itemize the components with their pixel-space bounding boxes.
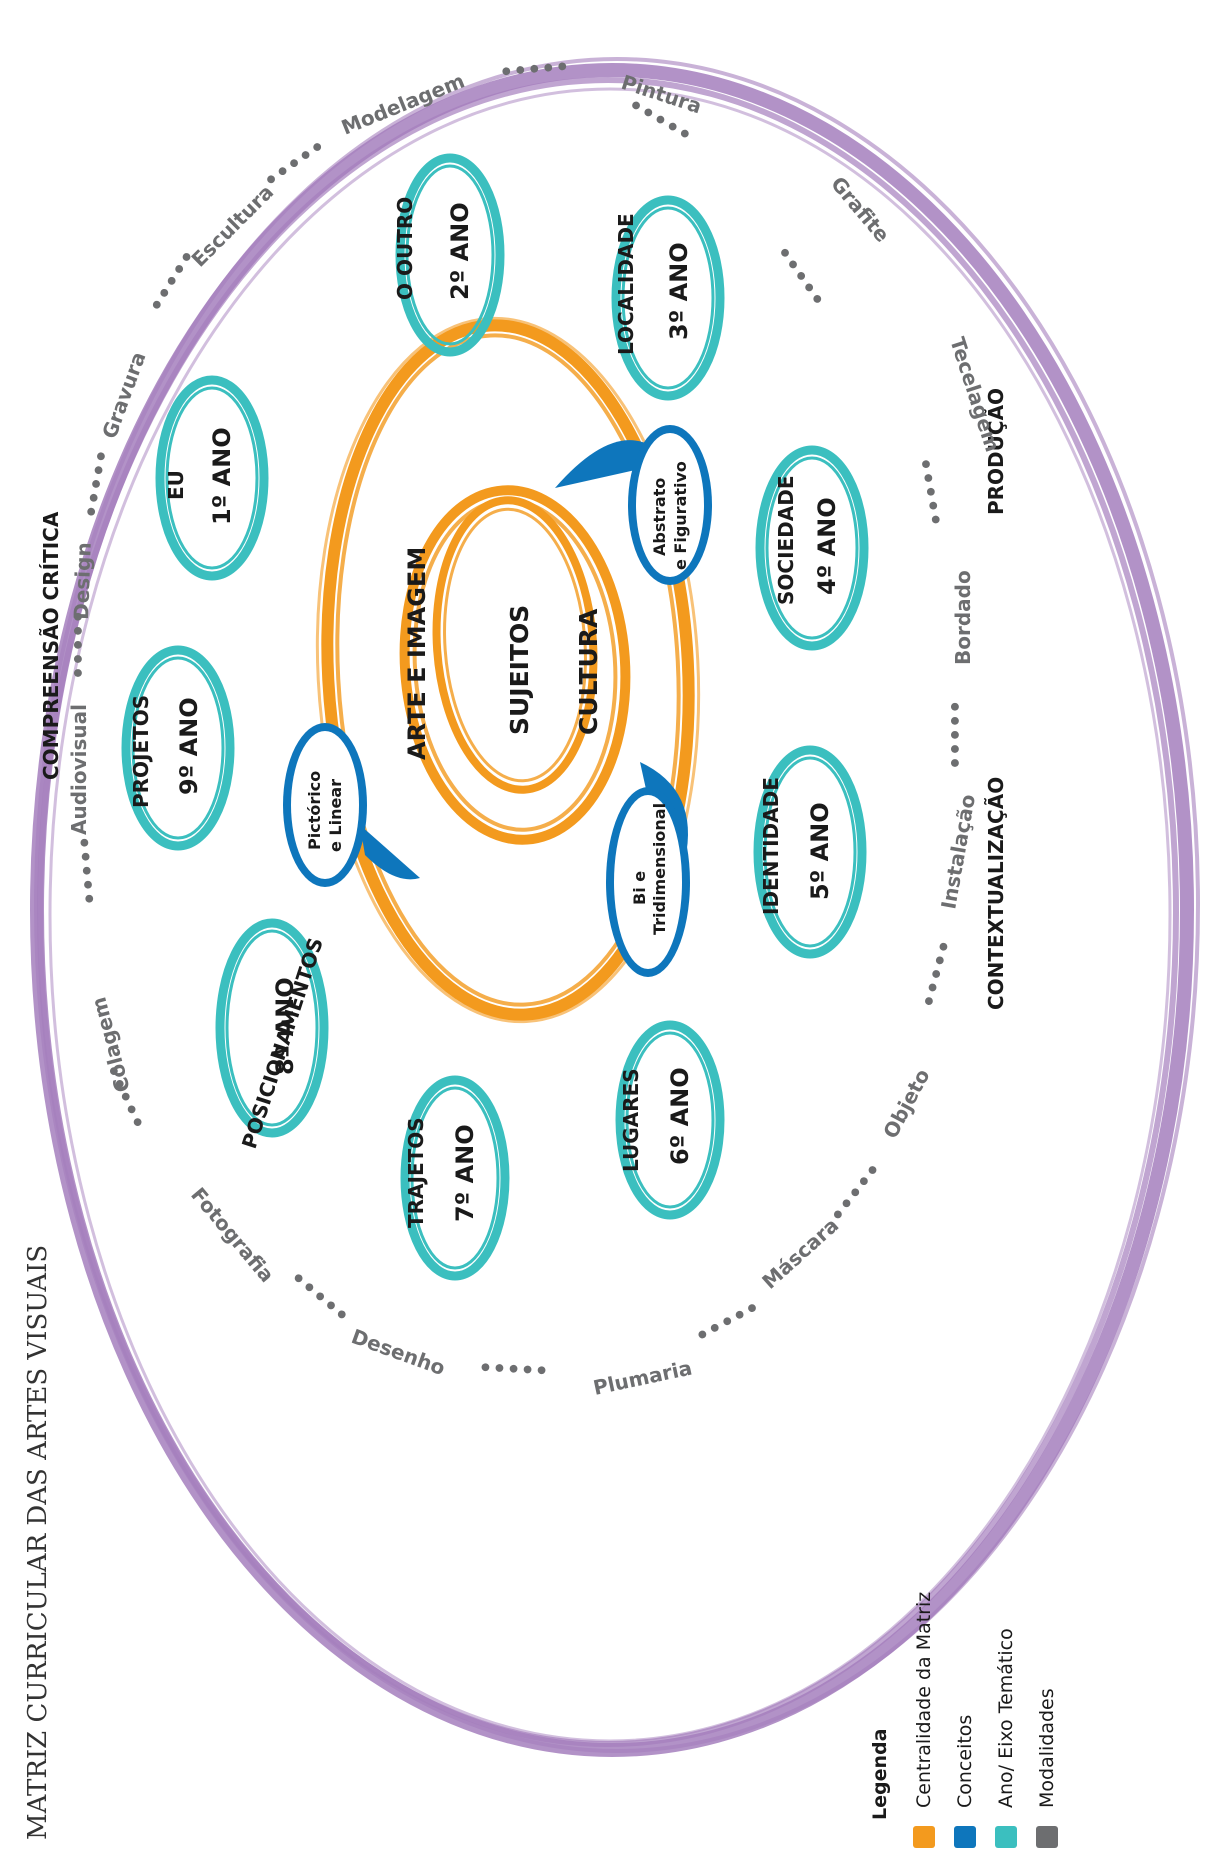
year-node-3: LOCALIDADE 3º ANO: [611, 195, 725, 401]
dots-9: •••••: [478, 1356, 550, 1385]
legend-swatch-centralidade: [913, 1826, 935, 1848]
legend-label-conceitos: Conceitos: [954, 1715, 976, 1808]
concept-bi-line2: Tridimensional: [650, 803, 669, 935]
modality-instalacao: Instalação: [936, 792, 980, 910]
legend-swatch-conceitos: [954, 1826, 976, 1848]
legend: Legenda Centralidade da Matriz Conceitos…: [869, 1592, 1058, 1848]
year-3-label: 3º ANO: [665, 242, 693, 340]
legend-label-ano: Ano/ Eixo Temático: [995, 1628, 1017, 1808]
legend-swatch-modalidades: [1036, 1826, 1058, 1848]
legend-swatch-ano: [995, 1826, 1017, 1848]
modality-audiovisual: Audiovisual: [67, 704, 91, 835]
year-4-label: 4º ANO: [813, 497, 841, 595]
year-1-theme: EU: [164, 470, 188, 500]
label-contextualizacao: CONTEXTUALIZAÇÃO: [984, 777, 1008, 1010]
concept-bi-line1: Bi e: [630, 871, 649, 905]
year-2-theme: O OUTRO: [393, 197, 417, 300]
label-compreensao-critica: COMPREENSÃO CRÍTICA: [39, 511, 63, 780]
dots-6: •••••: [73, 834, 104, 906]
center-outer-ring: [315, 316, 701, 1024]
year-2-label: 2º ANO: [446, 202, 474, 300]
modality-desenho: Desenho: [348, 1324, 448, 1380]
dots-8: •••••: [284, 1265, 354, 1329]
year-1-label: 1º ANO: [208, 427, 236, 525]
modality-mascara: Máscara: [757, 1213, 843, 1294]
concept-bubble-bi: Bi e Tridimensional: [606, 762, 690, 977]
year-node-7: TRAJETOS 7º ANO: [400, 1075, 510, 1281]
dots-13: •••••: [944, 700, 969, 770]
concept-bubble-pictorico: Pictórico e Linear: [283, 723, 420, 887]
dots-1: •••••: [498, 55, 570, 86]
center-spiral: [399, 485, 631, 845]
year-node-9: PROJETOS 9º ANO: [121, 645, 235, 851]
dots-14: •••••: [914, 455, 951, 529]
legend-label-modalidades: Modalidades: [1036, 1688, 1058, 1808]
year-node-8: POSICIONAMENTOS 8º ANO: [215, 918, 329, 1152]
year-6-label: 6º ANO: [666, 1067, 694, 1165]
dots-11: •••••: [825, 1158, 888, 1229]
modality-fotografia: Fotografia: [186, 1183, 279, 1287]
dots-10: •••••: [691, 1295, 765, 1350]
year-5-theme: IDENTIDADE: [759, 777, 783, 915]
dots-7: •••••: [101, 1059, 153, 1133]
year-7-theme: TRAJETOS: [404, 1117, 428, 1228]
concept-pictorico-line1: Pictórico: [305, 771, 324, 850]
modality-bordado: Bordado: [951, 570, 975, 665]
legend-label-centralidade: Centralidade da Matriz: [913, 1592, 935, 1808]
outer-ring: [30, 57, 1200, 1757]
modality-objeto: Objeto: [878, 1065, 934, 1143]
concept-abstrato-line2: e Figurativo: [671, 461, 690, 570]
concept-pictorico-line2: e Linear: [326, 779, 345, 852]
year-6-theme: LUGARES: [619, 1068, 643, 1172]
year-5-label: 5º ANO: [806, 802, 834, 900]
dots-15: •••••: [772, 239, 833, 311]
label-producao: PRODUÇÃO: [984, 388, 1008, 515]
year-3-theme: LOCALIDADE: [614, 213, 638, 355]
modality-plumaria: Plumaria: [591, 1356, 694, 1400]
year-7-label: 7º ANO: [451, 1124, 479, 1222]
legend-heading: Legenda: [869, 1729, 891, 1820]
year-9-theme: PROJETOS: [129, 695, 153, 808]
page-title: MATRIZ CURRICULAR DAS ARTES VISUAIS: [23, 1245, 53, 1840]
year-9-label: 9º ANO: [175, 697, 203, 795]
year-node-6: LUGARES 6º ANO: [615, 1020, 725, 1220]
modality-design: Design: [69, 542, 96, 620]
year-node-5: IDENTIDADE 5º ANO: [753, 745, 867, 959]
concept-abstrato-line1: Abstrato: [650, 478, 669, 556]
dots-12: •••••: [917, 937, 959, 1011]
year-8-label: 8º ANO: [271, 977, 299, 1075]
year-node-1: EU 1º ANO: [155, 375, 269, 581]
center-sujeitos: SUJEITOS: [505, 605, 534, 735]
year-node-4: SOCIEDADE 4º ANO: [755, 445, 869, 651]
dots-5: •••••: [67, 610, 92, 680]
year-4-theme: SOCIEDADE: [774, 475, 798, 605]
center-arte-e-imagem: ARTE E IMAGEM: [403, 547, 431, 760]
dots-3: •••••: [144, 245, 202, 318]
concept-bubble-abstrato: Abstrato e Figurativo: [555, 425, 712, 585]
center-cultura: CULTURA: [574, 608, 603, 735]
year-node-2: O OUTRO 2º ANO: [393, 153, 505, 357]
years-group: EU 1º ANO O OUTRO 2º ANO LOCALIDADE 3º A…: [121, 153, 869, 1281]
